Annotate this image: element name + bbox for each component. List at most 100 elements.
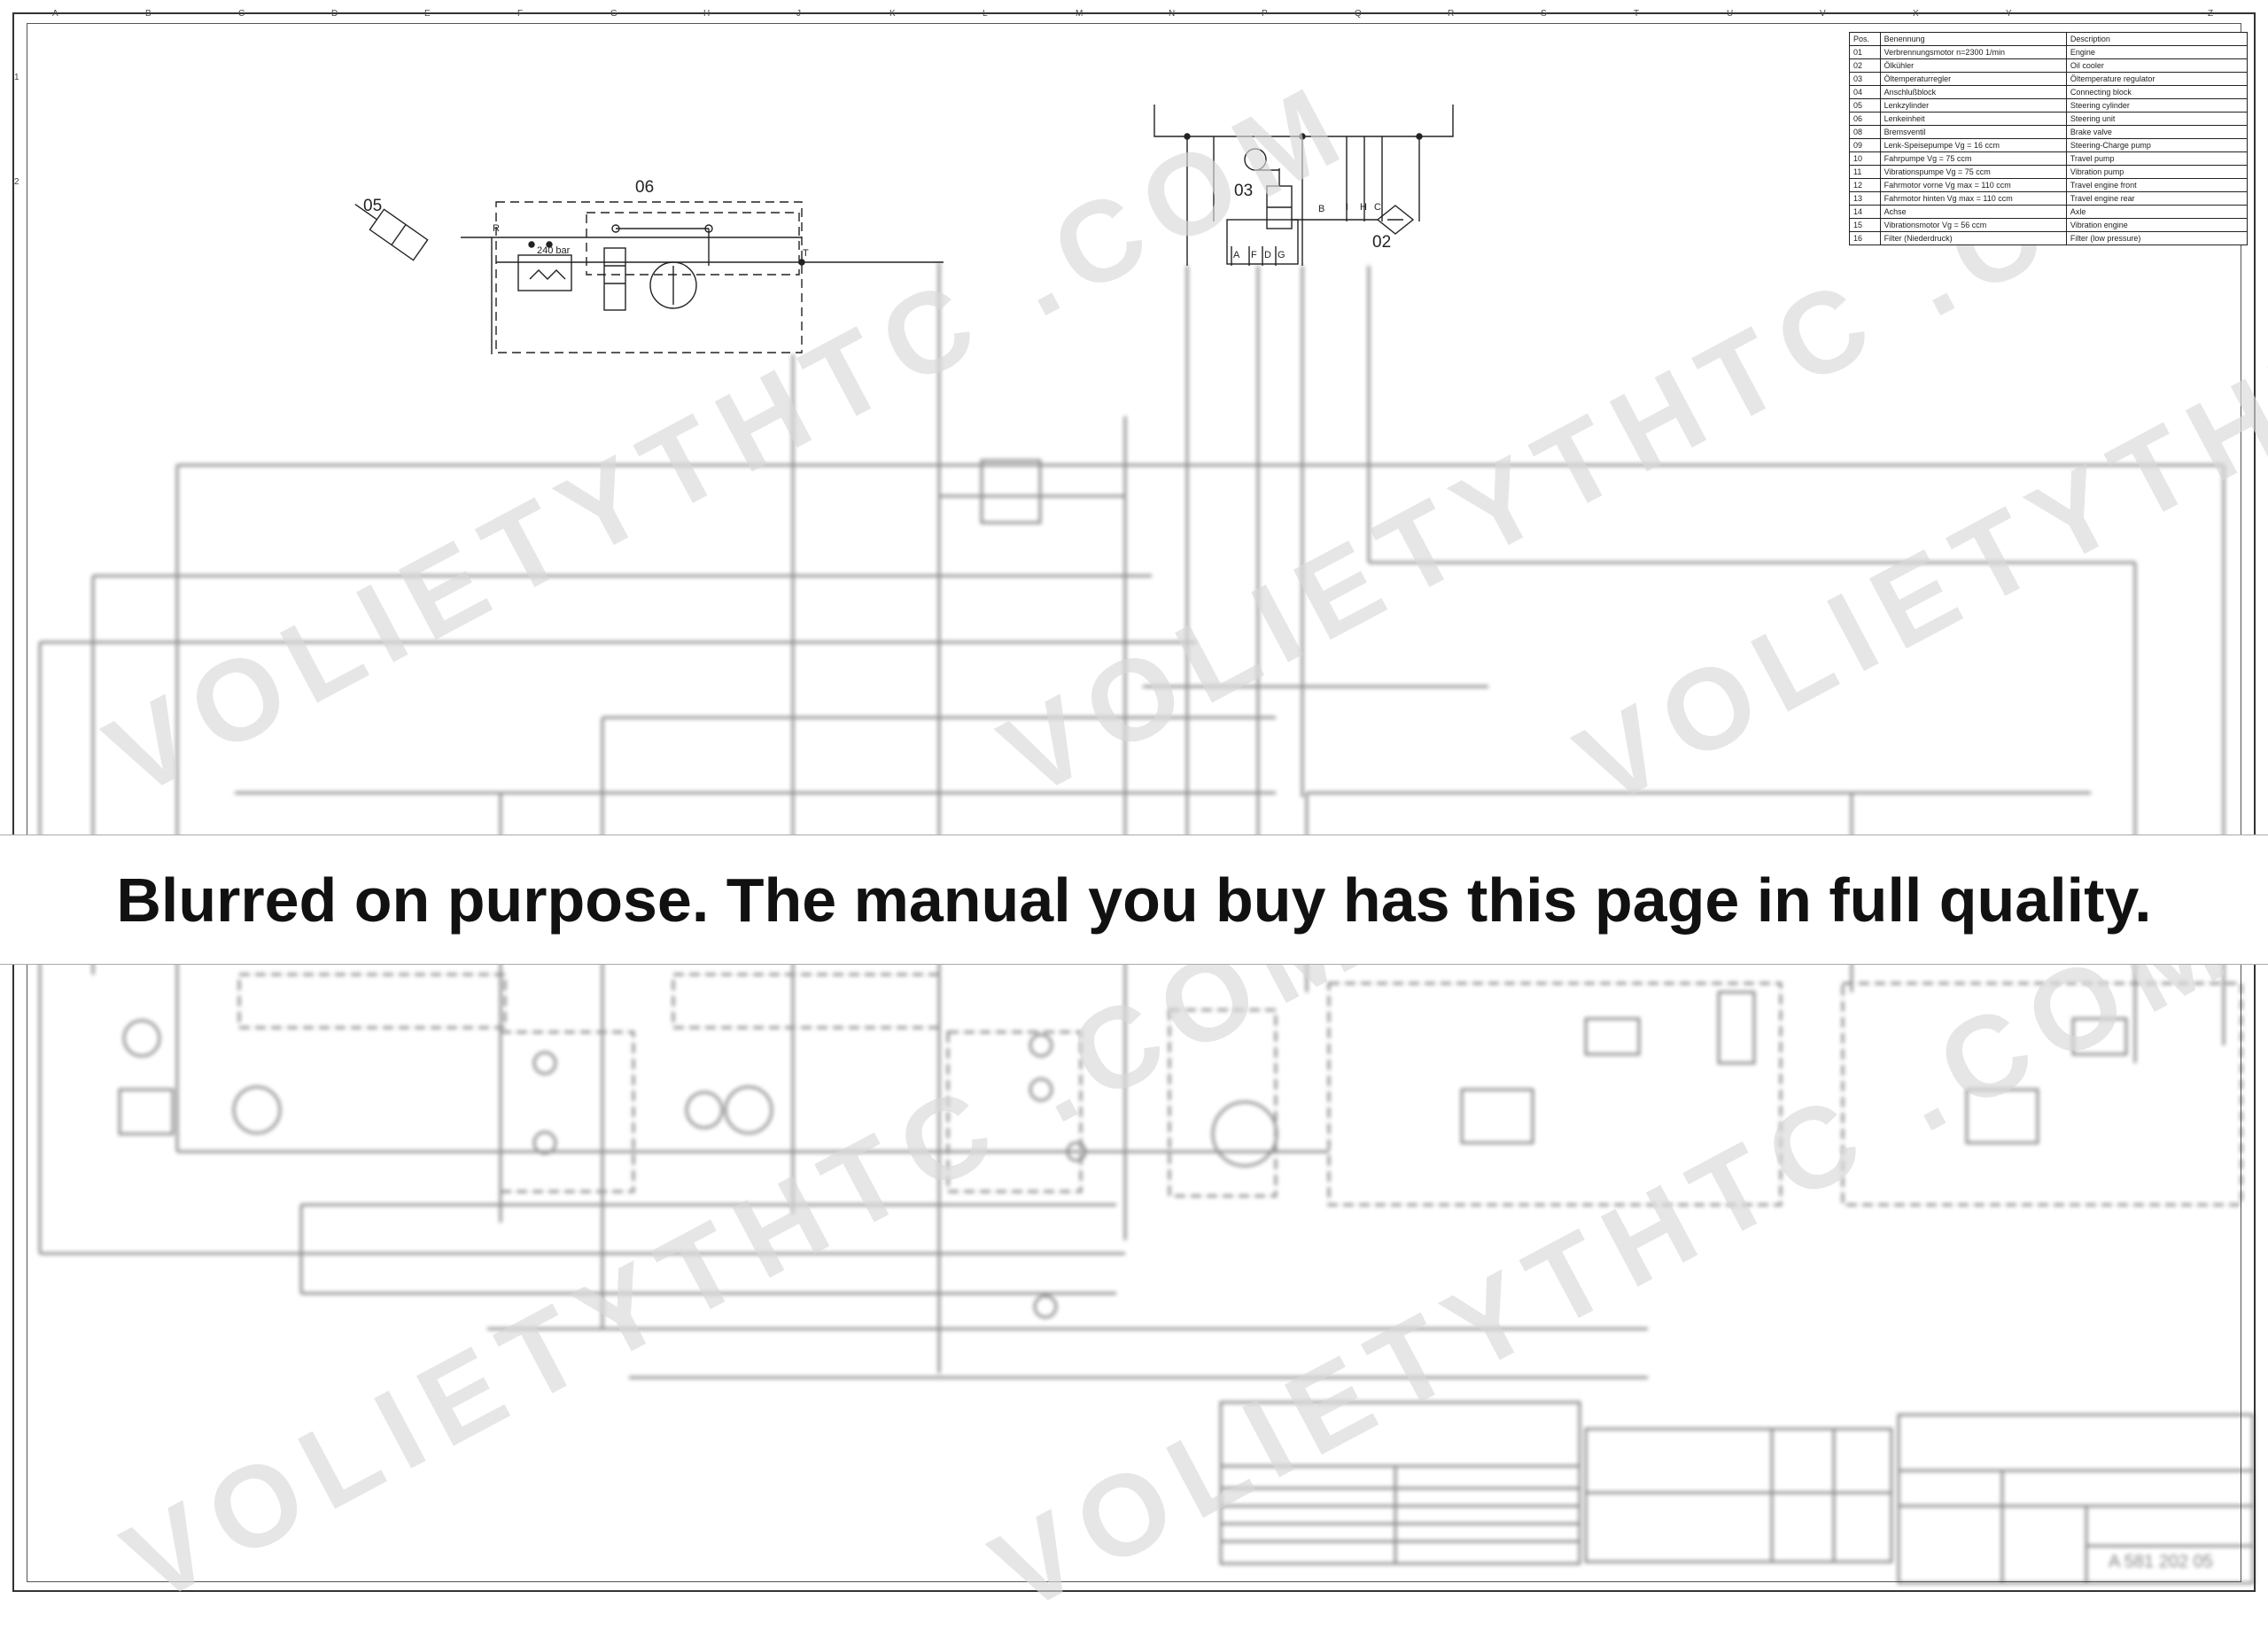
legend-description: Engine [2065,45,2249,59]
schematic-blurred-body [38,262,2255,1585]
legend-description: Steering-Charge pump [2065,138,2249,152]
legend-pos: 03 [1849,72,1881,86]
legend-benennung: Verbrennungsmotor n=2300 1/min [1879,45,2067,59]
col-letter: T [1634,9,1640,19]
vibration-pump-block [672,973,941,1029]
legend-description: Axle [2065,205,2249,219]
legend-header-pos: Pos. [1849,32,1881,46]
legend-benennung: Lenkeinheit [1879,112,2067,126]
port-b-label: B [1318,204,1325,214]
legend-benennung: Anschlußblock [1879,85,2067,99]
label-05: 05 [363,197,383,215]
engine-01 [118,1088,175,1136]
legend-benennung: Achse [1879,205,2067,219]
travel-pump-block [237,973,507,1029]
col-letter: B [145,9,151,19]
steering-cylinder-05 [354,204,429,261]
drawing-number: A 581 202 05 [2109,1552,2213,1572]
legend-pos: 09 [1849,138,1881,152]
port-d-label: D [1264,250,1271,260]
pressure-label: 240 bar [537,245,571,256]
label-06: 06 [635,178,655,197]
travel-motor-12 [1965,1088,2039,1145]
drawing-frame [12,12,2256,1592]
legend-benennung: Vibrationsmotor Vg = 56 ccm [1879,218,2067,232]
legend-benennung: Bremsventil [1879,125,2067,139]
legend-pos: 16 [1849,231,1881,245]
port-a-label: A [1233,250,1240,260]
legend-pos: 15 [1849,218,1881,232]
legend-pos: 02 [1849,58,1881,73]
axle-14 [1717,990,1756,1065]
row-number: 2 [14,177,19,187]
label-02: 02 [1372,233,1392,252]
vibration-engine-15 [1211,1100,1278,1168]
col-letter: H [703,9,711,19]
col-letter: Y [2006,9,2012,19]
col-letter: A [52,9,58,19]
legend-pos: 06 [1849,112,1881,126]
vibration-pump-11 [724,1085,773,1135]
col-letter: U [1727,9,1734,19]
legend-benennung: Ölkühler [1879,58,2067,73]
col-letter: G [610,9,617,19]
legend-header-benennung: Benennung [1879,32,2067,46]
column-letters: A B C D E F G H J K L M N P Q R S T U V … [12,9,2256,23]
blur-notice-banner: Blurred on purpose. The manual you buy h… [0,835,2268,965]
directional-valve [603,247,626,311]
bottom-notes-table [1219,1401,1581,1565]
col-letter: V [1820,9,1826,19]
col-letter: N [1169,9,1176,19]
travel-pump-10 [232,1085,282,1135]
legend-pos: 13 [1849,191,1881,206]
legend-header-row: Pos. Benennung Description [1849,32,2249,46]
legend-description: Travel pump [2065,151,2249,166]
legend-benennung: Filter (Niederdruck) [1879,231,2067,245]
legend-benennung: Vibrationspumpe Vg = 75 ccm [1879,165,2067,179]
col-letter: R [1448,9,1455,19]
legend-description: Oil cooler [2065,58,2249,73]
legend-pos: 08 [1849,125,1881,139]
row-number: 1 [14,73,19,82]
legend-description: Travel engine front [2065,178,2249,192]
legend-description: Steering unit [2065,112,2249,126]
col-letter: M [1076,9,1084,19]
steering-unit-06-box [495,201,803,353]
oil-cooler-02 [1376,205,1415,235]
port-f-label: F [1251,250,1257,260]
legend-benennung: Lenk-Speisepumpe Vg = 16 ccm [1879,138,2067,152]
port-g-label: G [1278,250,1285,260]
legend-description: Filter (low pressure) [2065,231,2249,245]
valve-block-left [499,1030,635,1193]
row-numbers: 1 2 [12,0,27,1604]
steering-unit-inner-box [586,212,800,276]
col-letter: J [796,9,801,19]
filter-16 [980,459,1042,524]
legend-benennung: Fahrpumpe Vg = 75 ccm [1879,151,2067,166]
legend-pos: 10 [1849,151,1881,166]
col-letter: K [889,9,896,19]
legend-benennung: Öltemperaturregler [1879,72,2067,86]
hydraulic-schematic [38,105,2255,1585]
legend-description: Vibration pump [2065,165,2249,179]
port-i-label: I [1346,202,1349,213]
legend-benennung: Lenkzylinder [1879,98,2067,113]
legend-pos: 05 [1849,98,1881,113]
title-block [1897,1413,2255,1585]
col-letter: C [238,9,245,19]
col-letter: Q [1355,9,1362,19]
legend-pos: 11 [1849,165,1881,179]
travel-motor-front-box [1841,982,2243,1207]
port-r-label: R [493,223,500,234]
